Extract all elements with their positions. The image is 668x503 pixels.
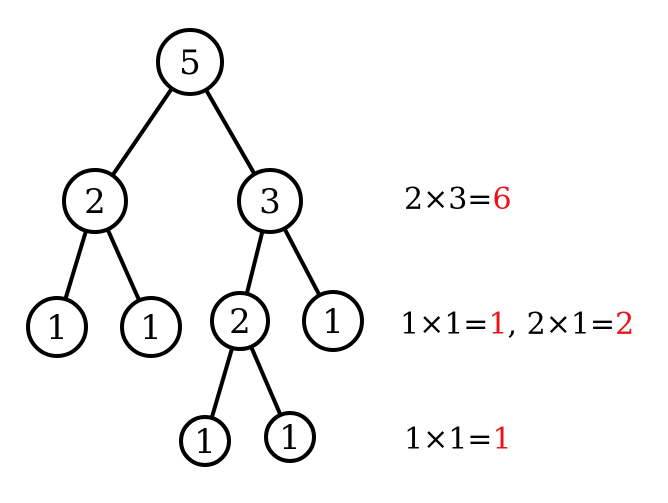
equation-level-3: 1×1=1	[404, 425, 512, 455]
tree-node: 2	[62, 168, 128, 234]
tree-node: 1	[179, 415, 231, 467]
tree-node-circle	[264, 411, 316, 463]
equation-expr: 2×3=	[404, 182, 493, 217]
tree-edges	[63, 86, 322, 420]
tree-edge	[282, 226, 322, 298]
tree-node-label: 1	[322, 302, 344, 342]
tree-edge	[63, 228, 89, 302]
tree-node-circle	[120, 296, 182, 358]
tree-node-circle	[179, 415, 231, 467]
tree-edge	[203, 87, 257, 177]
tree-edge	[249, 344, 283, 417]
tree-edge	[244, 229, 265, 296]
tree-nodes: 5 2 3 1 1 2 1 1 1	[26, 28, 364, 467]
tree-node-circle	[26, 296, 88, 358]
equation-expr: 2×1=	[526, 307, 616, 342]
tree-node-label: 5	[179, 43, 201, 83]
tree-node: 1	[302, 290, 364, 352]
tree-edge	[105, 227, 142, 303]
tree-node-label: 3	[259, 182, 281, 222]
tree-node-label: 1	[46, 308, 68, 348]
tree-edge	[110, 86, 174, 178]
equation-level-2: 1×1=1, 2×1=2	[400, 310, 634, 340]
tree-node: 1	[120, 296, 182, 358]
tree-node-circle	[62, 168, 128, 234]
tree-node-label: 1	[140, 308, 162, 348]
equation-result: 1	[492, 422, 512, 457]
tree-node-label: 1	[279, 418, 301, 458]
equation-expr: 1×1=	[404, 422, 493, 457]
equation-level-1: 2×3=6	[404, 185, 512, 215]
equation-separator: ,	[507, 307, 527, 342]
tree-node-circle	[302, 290, 364, 352]
equation-expr: 1×1=	[400, 307, 489, 342]
tree-node-circle	[237, 168, 303, 234]
tree-node-circle	[156, 28, 224, 96]
tree-node-label: 2	[229, 302, 251, 342]
tree-node: 1	[26, 296, 88, 358]
tree-node-label: 2	[84, 182, 106, 222]
equation-result: 1	[488, 307, 508, 342]
equation-result: 6	[492, 182, 512, 217]
tree-node: 2	[210, 291, 270, 351]
tree-node-label: 1	[194, 422, 216, 462]
tree-node: 1	[264, 411, 316, 463]
tree-node: 5	[156, 28, 224, 96]
tree-edge	[209, 345, 235, 420]
tree-node-circle	[210, 291, 270, 351]
equation-result: 2	[615, 307, 635, 342]
tree-node: 3	[237, 168, 303, 234]
